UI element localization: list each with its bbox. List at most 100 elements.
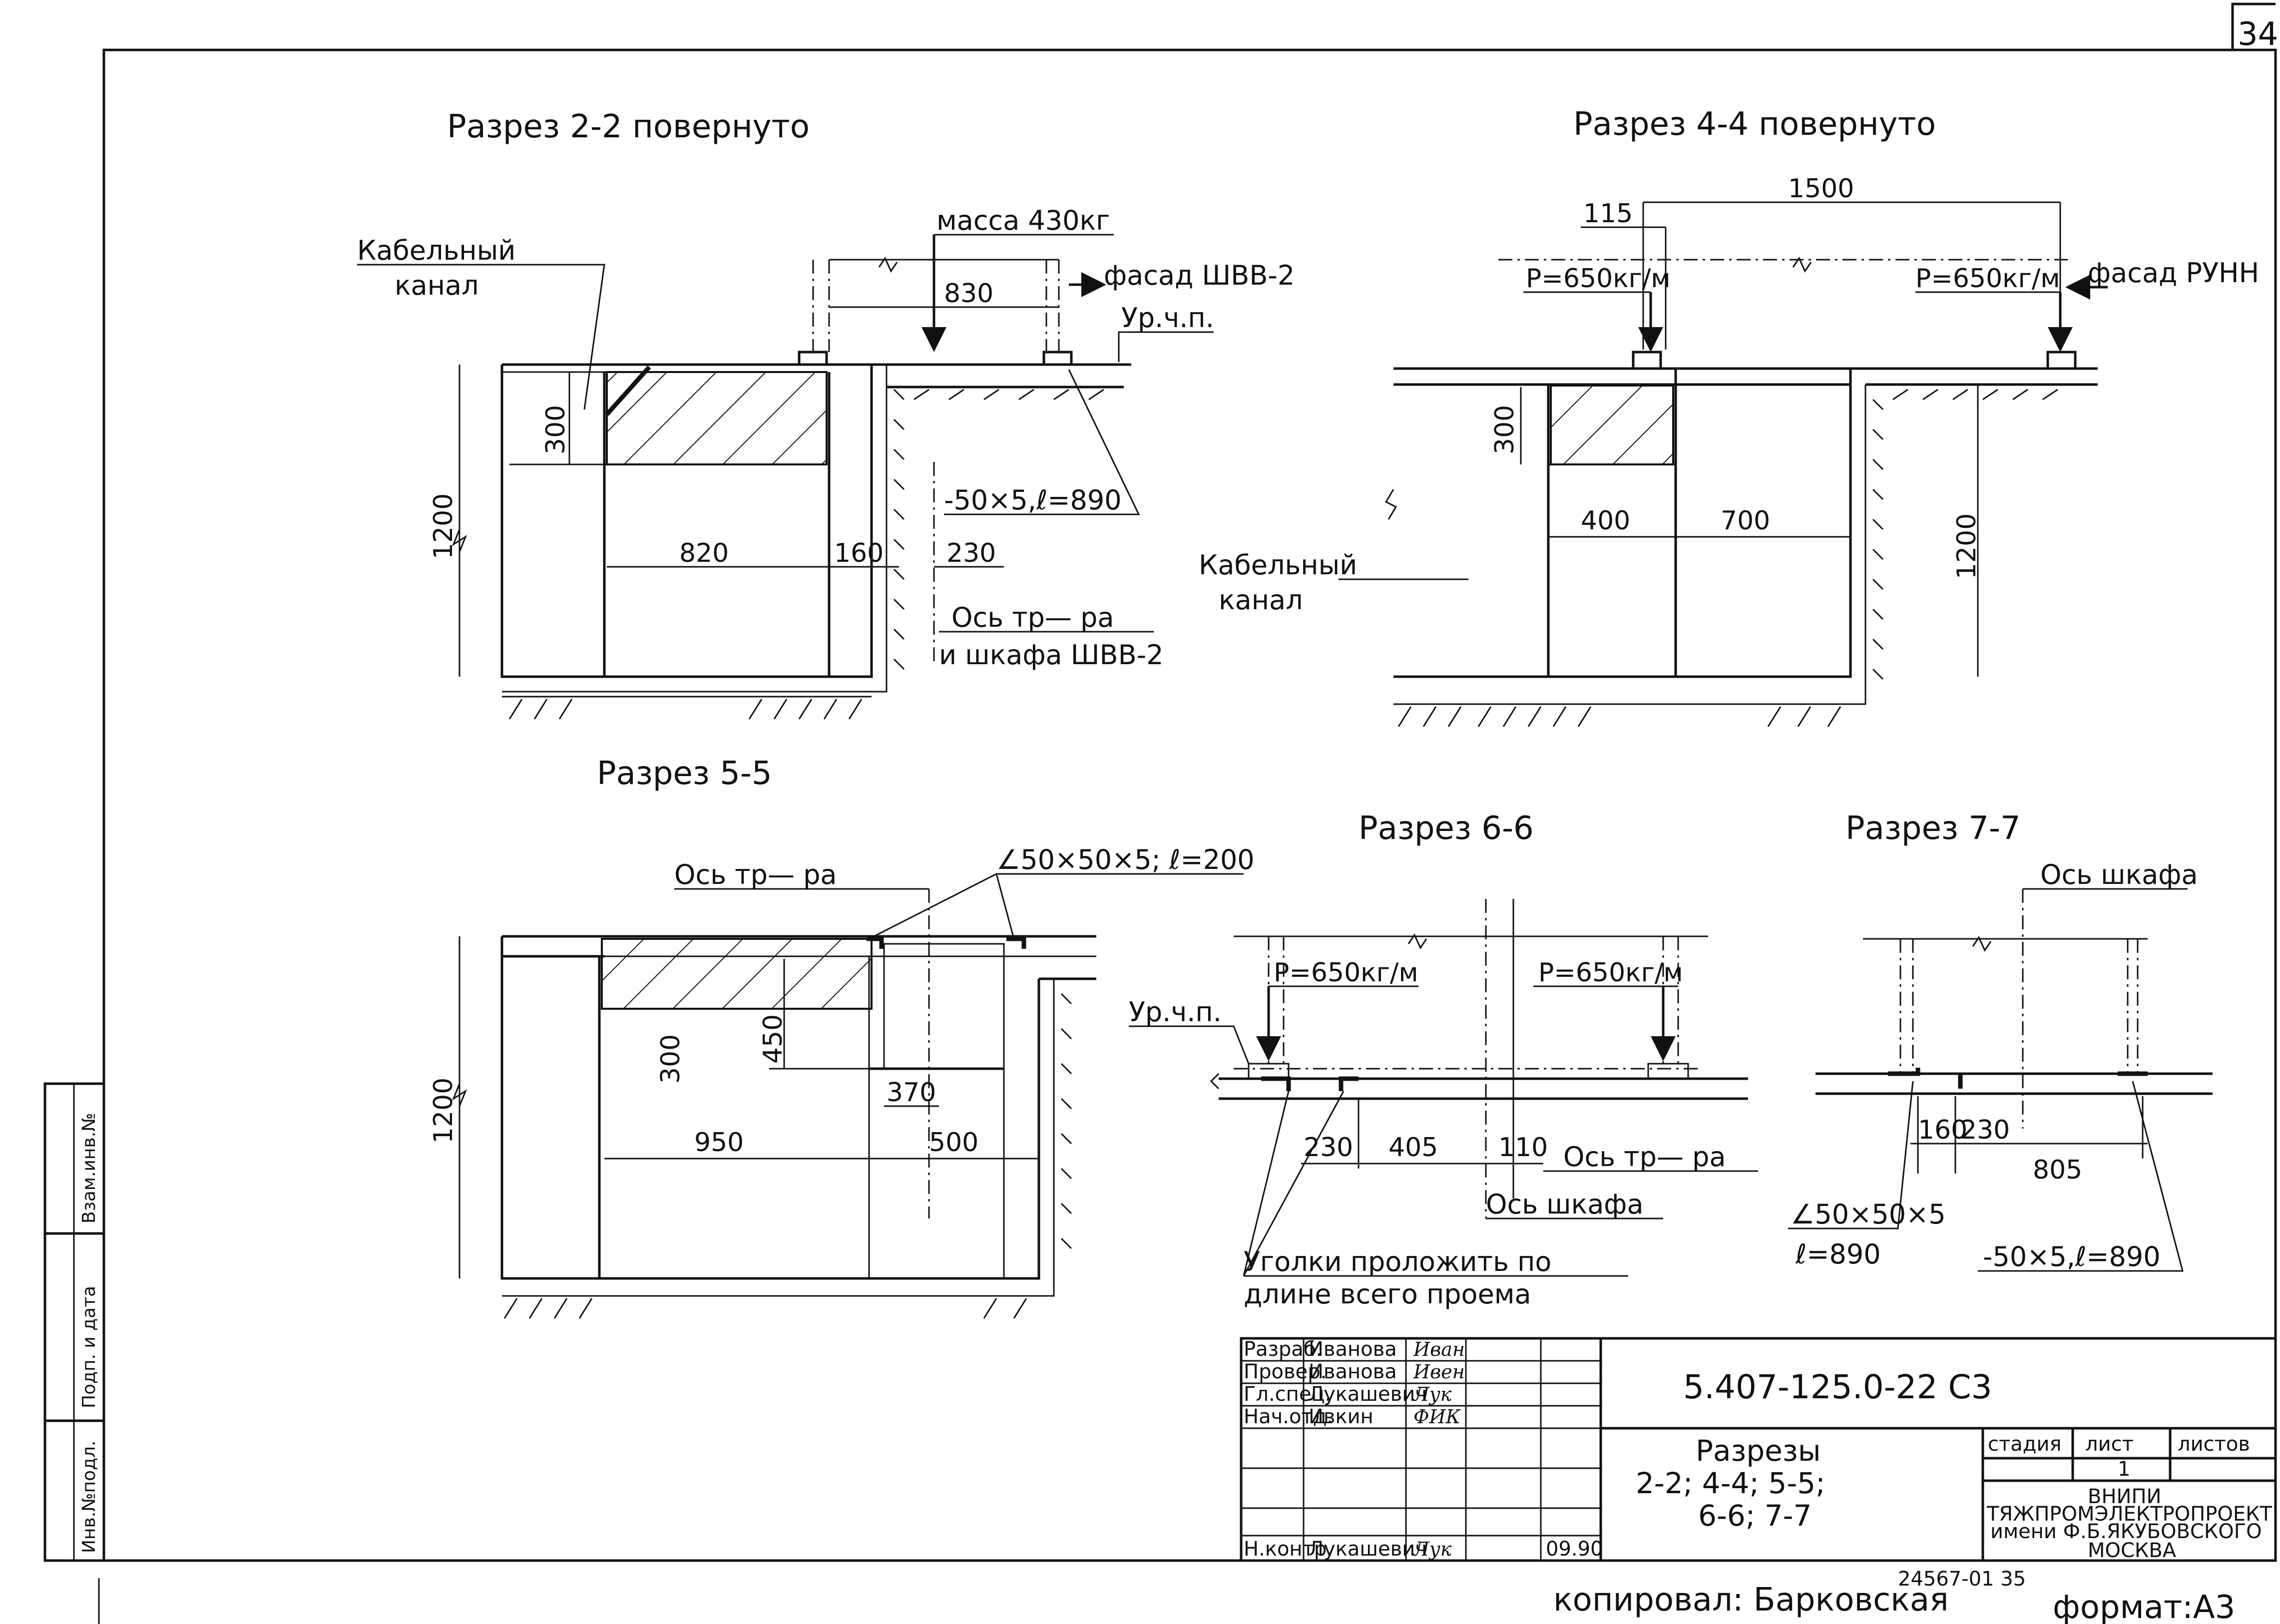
tb-org-2: ТЯЖПРОМЭЛЕКТРОПРОЕКТ xyxy=(1986,1503,2273,1526)
note-line-1: Уголки проложить по xyxy=(1244,1246,1551,1277)
dim-820: 820 xyxy=(679,538,729,568)
sheet-number: 34 xyxy=(2238,16,2278,53)
dim-1200: 1200 xyxy=(429,493,458,559)
section-6-6: Разрез 6-6 Р=650кг/м Р=650кг/м Ур.ч.п. 2… xyxy=(1129,810,1758,1310)
dim-110: 110 xyxy=(1498,1133,1548,1163)
tb-name-6: Лукашевич xyxy=(1309,1538,1427,1561)
tb-col-sheets: листов xyxy=(2178,1433,2250,1456)
facade-label: фасад ШВВ-2 xyxy=(1104,260,1295,291)
slab-hatch xyxy=(601,938,873,1010)
axis-cab-label: Ось шкафа xyxy=(1486,1189,1644,1220)
archive-number: 24567-01 35 xyxy=(1898,1568,2026,1591)
angle-label-2: ℓ=890 xyxy=(1795,1238,1881,1270)
dim-805: 805 xyxy=(2033,1155,2082,1185)
tb-role-1: Провер. xyxy=(1244,1360,1327,1383)
facade-label: фасад РУНН xyxy=(2088,257,2259,289)
dim-400: 400 xyxy=(1581,506,1630,536)
cable-label-1: Кабельный xyxy=(1199,549,1357,581)
tb-role-2: Гл.спец. xyxy=(1244,1383,1331,1406)
dim-1200: 1200 xyxy=(1952,513,1982,579)
side-label-replace: Взам.инв.№ xyxy=(79,1113,99,1223)
section-7-7: Разрез 7-7 Ось шкафа 160 230 805 ∠50×50×… xyxy=(1788,810,2213,1272)
load-right: Р=650кг/м xyxy=(1538,958,1683,988)
tb-name-2: Лукашевич xyxy=(1309,1383,1427,1406)
axis-cab-label: Ось шкафа xyxy=(2040,859,2198,890)
slab-hatch xyxy=(1550,385,1674,465)
cable-label-2: канал xyxy=(1219,584,1303,616)
axis-label: Ось тр— ра xyxy=(674,859,837,890)
dim-300: 300 xyxy=(656,1034,686,1084)
tb-col-sheet: лист xyxy=(2085,1433,2134,1456)
slab-hatch xyxy=(606,371,828,465)
tb-org-1: ВНИПИ xyxy=(2088,1485,2161,1508)
cable-label-2: канал xyxy=(395,270,479,301)
angle-label-1: ∠50×50×5 xyxy=(1791,1199,1946,1230)
tb-col-stage: стадия xyxy=(1988,1433,2062,1456)
section-6-6-title: Разрез 6-6 xyxy=(1359,810,1534,847)
dim-115: 115 xyxy=(1583,199,1633,229)
section-5-5: Разрез 5-5 Ось тр— ра ∠50×50×5; ℓ=200 30… xyxy=(429,755,1255,1319)
tb-signature-3: ФИК xyxy=(1413,1406,1461,1428)
strip-label: -50×5,ℓ=890 xyxy=(1983,1241,2161,1272)
tb-desc-2: 2-2; 4-4; 5-5; xyxy=(1636,1466,1825,1500)
dim-230: 230 xyxy=(1304,1133,1353,1163)
mass-label: масса 430кг xyxy=(936,205,1110,236)
dim-300: 300 xyxy=(541,405,571,454)
section-2-2-title: Разрез 2-2 повернуто xyxy=(447,108,810,145)
dim-830: 830 xyxy=(944,279,993,309)
dim-160: 160 xyxy=(834,538,884,568)
tb-signature-2: Лук xyxy=(1412,1383,1452,1405)
section-5-5-title: Разрез 5-5 xyxy=(597,755,772,792)
section-4-4-title: Разрез 4-4 повернуто xyxy=(1573,106,1936,143)
tb-sheet-value: 1 xyxy=(2118,1458,2130,1481)
dim-370: 370 xyxy=(887,1078,936,1108)
copied-by: копировал: Барковская xyxy=(1553,1582,1949,1619)
load-right: Р=650кг/м xyxy=(1915,264,2060,294)
tb-role-3: Нач.отд. xyxy=(1244,1405,1333,1428)
section-4-4: Разрез 4-4 повернуто 1500 115 Р=650кг/ xyxy=(1199,106,2259,727)
dim-500: 500 xyxy=(929,1128,978,1158)
tb-code: 5.407-125.0-22 С3 xyxy=(1683,1368,1992,1406)
sheet-frame xyxy=(43,2,2277,1624)
tb-name-3: Ивкин xyxy=(1309,1405,1373,1428)
load-left: Р=650кг/м xyxy=(1274,958,1418,988)
ur-label: Ур.ч.п. xyxy=(1129,996,1222,1028)
tb-desc-3: 6-6; 7-7 xyxy=(1698,1499,1812,1533)
cable-label-1: Кабельный xyxy=(357,235,515,266)
tb-signature-6: Лук xyxy=(1412,1538,1452,1560)
tb-desc-1: Разрезы xyxy=(1696,1434,1821,1468)
angle-label: ∠50×50×5; ℓ=200 xyxy=(996,844,1255,875)
dim-230: 230 xyxy=(946,538,996,568)
dim-950: 950 xyxy=(694,1128,744,1158)
load-left: Р=650кг/м xyxy=(1526,264,1671,294)
axis-label-2: и шкафа ШВВ-2 xyxy=(939,639,1163,671)
title-block: Разраб. Провер. Гл.спец. Нач.отд. Н.конт… xyxy=(1240,1337,2277,1562)
dim-1200: 1200 xyxy=(429,1078,458,1144)
axis-label-1: Ось тр— ра xyxy=(951,602,1114,633)
note-line-2: длине всего проема xyxy=(1244,1278,1531,1310)
dim-1500: 1500 xyxy=(1788,174,1854,204)
side-label-inv: Инв.№подл. xyxy=(79,1441,99,1553)
tb-name-0: Иванова xyxy=(1309,1338,1397,1361)
tb-signature-1: Ивен xyxy=(1413,1361,1465,1383)
dim-405: 405 xyxy=(1388,1133,1438,1163)
tb-org-4: МОСКВА xyxy=(2088,1539,2177,1562)
tb-role-6: Н.контр. xyxy=(1244,1538,1333,1561)
sheet-format: формат:А3 xyxy=(2053,1589,2235,1624)
strip-label: -50×5,ℓ=890 xyxy=(944,484,1122,516)
tb-name-1: Иванова xyxy=(1309,1360,1397,1383)
tb-date: 09.90 xyxy=(1546,1538,1603,1561)
dim-230: 230 xyxy=(1960,1115,2010,1145)
tb-role-0: Разраб. xyxy=(1244,1338,1322,1361)
axis-tr-label: Ось тр— ра xyxy=(1563,1141,1726,1173)
side-label-sign: Подп. и дата xyxy=(79,1286,99,1408)
tb-org-3: имени Ф.Б.ЯКУБОВСКОГО xyxy=(1990,1520,2262,1543)
section-2-2: Разрез 2-2 повернуто масса 430кг xyxy=(357,108,1295,720)
dim-160: 160 xyxy=(1918,1115,1967,1145)
section-7-7-title: Разрез 7-7 xyxy=(1845,810,2021,847)
tb-signature-0: Иван xyxy=(1413,1338,1465,1360)
dim-300: 300 xyxy=(1490,405,1520,454)
dim-450: 450 xyxy=(758,1014,788,1064)
ur-label: Ур.ч.п. xyxy=(1121,302,1214,334)
